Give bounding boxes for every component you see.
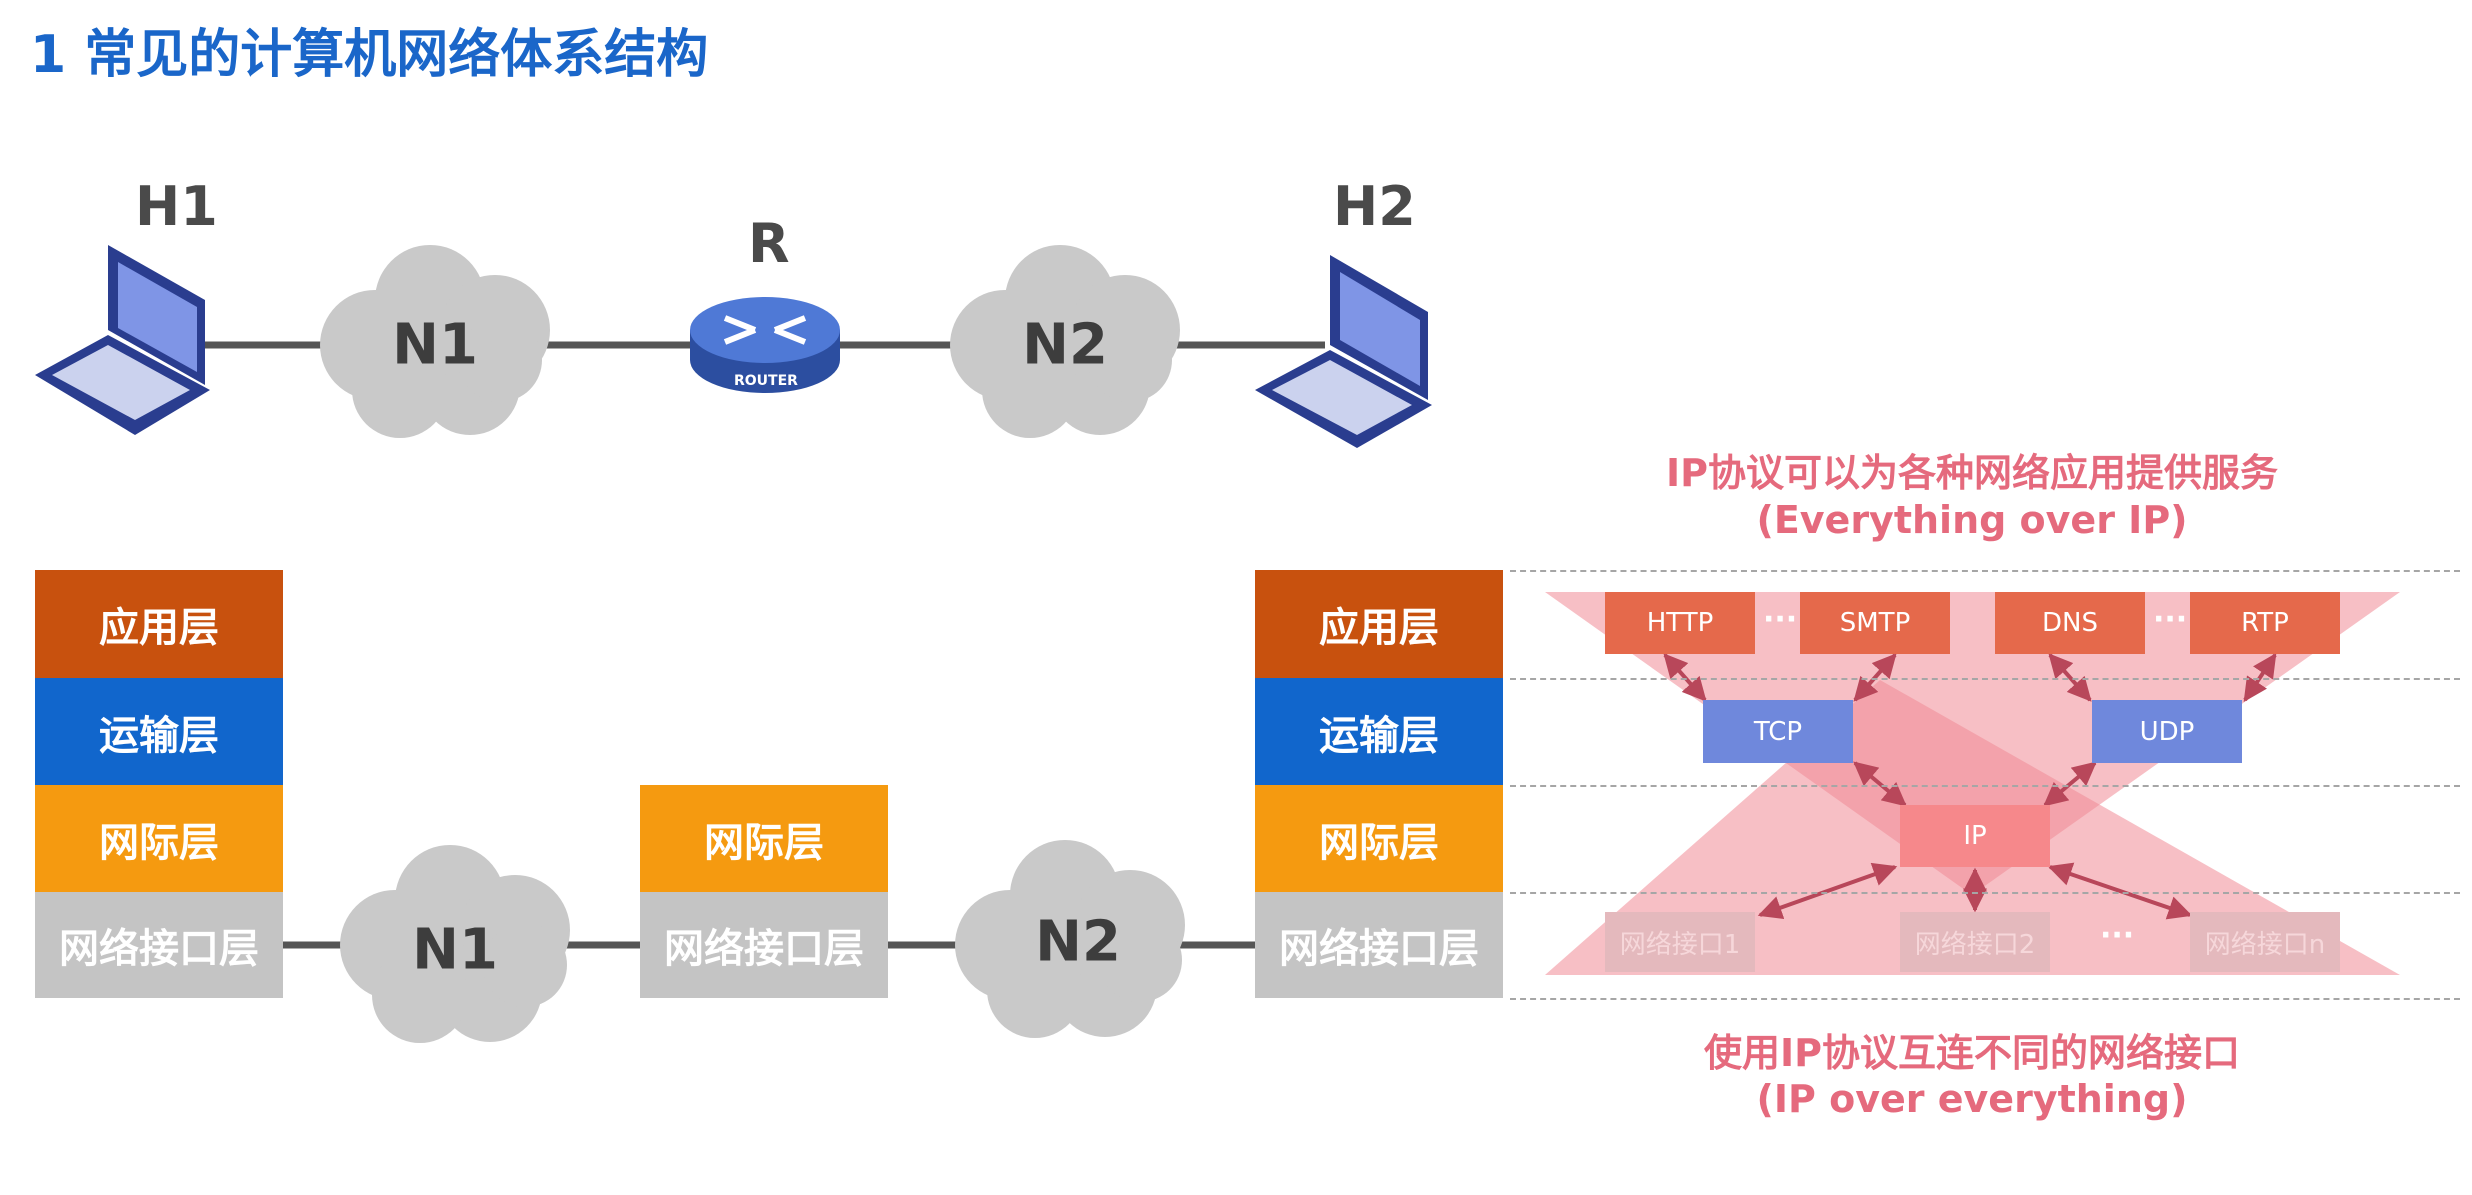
arrow-udp-ip bbox=[2043, 761, 2097, 807]
cloud-icon bbox=[320, 245, 550, 438]
page-title: 1 常见的计算机网络体系结构 bbox=[30, 25, 709, 85]
protocol-rtp: RTP bbox=[2190, 592, 2340, 654]
layer-divider bbox=[1510, 678, 2460, 680]
protocol-http: HTTP bbox=[1605, 592, 1755, 654]
interface-2: 网络接口2 bbox=[1900, 912, 2050, 972]
host2-link-layer: 网络接口层 bbox=[1255, 892, 1503, 998]
arrow-ip-if1 bbox=[1757, 862, 1898, 920]
top-note-line2: (Everything over IP) bbox=[1756, 498, 2188, 542]
host1-link-layer: 网络接口层 bbox=[35, 892, 283, 998]
interface-1: 网络接口1 bbox=[1605, 912, 1755, 972]
cloud-icon bbox=[955, 840, 1185, 1038]
net2-label: N2 bbox=[1022, 312, 1108, 378]
layer-divider bbox=[1510, 998, 2460, 1000]
router-label: R bbox=[748, 212, 790, 275]
bottom-note-line2: (IP over everything) bbox=[1756, 1077, 2188, 1121]
router-internet-layer: 网际层 bbox=[640, 785, 888, 892]
stack-net1-label: N1 bbox=[412, 917, 498, 983]
layer-divider bbox=[1510, 570, 2460, 572]
ellipsis: ··· bbox=[2100, 918, 2135, 953]
net1-label: N1 bbox=[392, 312, 478, 378]
arrow-ip-ifn bbox=[2047, 862, 2193, 920]
router-link-layer: 网络接口层 bbox=[640, 892, 888, 998]
host1-transport-layer: 运输层 bbox=[35, 678, 283, 785]
arrow-tcp-ip bbox=[1853, 761, 1907, 807]
top-note-line1: IP协议可以为各种网络应用提供服务 bbox=[1666, 451, 2278, 495]
interface-n: 网络接口n bbox=[2190, 912, 2340, 972]
ellipsis: ··· bbox=[1763, 602, 1798, 637]
protocol-udp: UDP bbox=[2092, 700, 2242, 763]
host2-label: H2 bbox=[1333, 175, 1416, 238]
bottom-note-line1: 使用IP协议互连不同的网络接口 bbox=[1704, 1031, 2240, 1075]
layer-divider bbox=[1510, 785, 2460, 787]
host2-transport-layer: 运输层 bbox=[1255, 678, 1503, 785]
router-icon bbox=[690, 297, 840, 393]
protocol-dns: DNS bbox=[1995, 592, 2145, 654]
protocol-smtp: SMTP bbox=[1800, 592, 1950, 654]
router-caption: ROUTER bbox=[734, 373, 798, 389]
layer-divider bbox=[1510, 892, 2460, 894]
arrow-http-tcp bbox=[1663, 653, 1707, 702]
protocol-tcp: TCP bbox=[1703, 700, 1853, 763]
ellipsis: ··· bbox=[2153, 602, 2188, 637]
host1-application-layer: 应用层 bbox=[35, 570, 283, 678]
laptop-icon bbox=[1255, 255, 1432, 448]
arrow-rtp-udp bbox=[2243, 653, 2277, 702]
host1-label: H1 bbox=[135, 175, 218, 238]
laptop-icon bbox=[35, 245, 210, 435]
arrow-dns-udp bbox=[2048, 653, 2092, 702]
stack-net2-label: N2 bbox=[1035, 909, 1121, 975]
protocol-ip: IP bbox=[1900, 805, 2050, 867]
host2-internet-layer: 网际层 bbox=[1255, 785, 1503, 892]
host1-internet-layer: 网际层 bbox=[35, 785, 283, 892]
cloud-icon bbox=[950, 245, 1180, 438]
host2-application-layer: 应用层 bbox=[1255, 570, 1503, 678]
cloud-icon bbox=[340, 845, 570, 1043]
arrow-smtp-tcp bbox=[1853, 653, 1897, 702]
